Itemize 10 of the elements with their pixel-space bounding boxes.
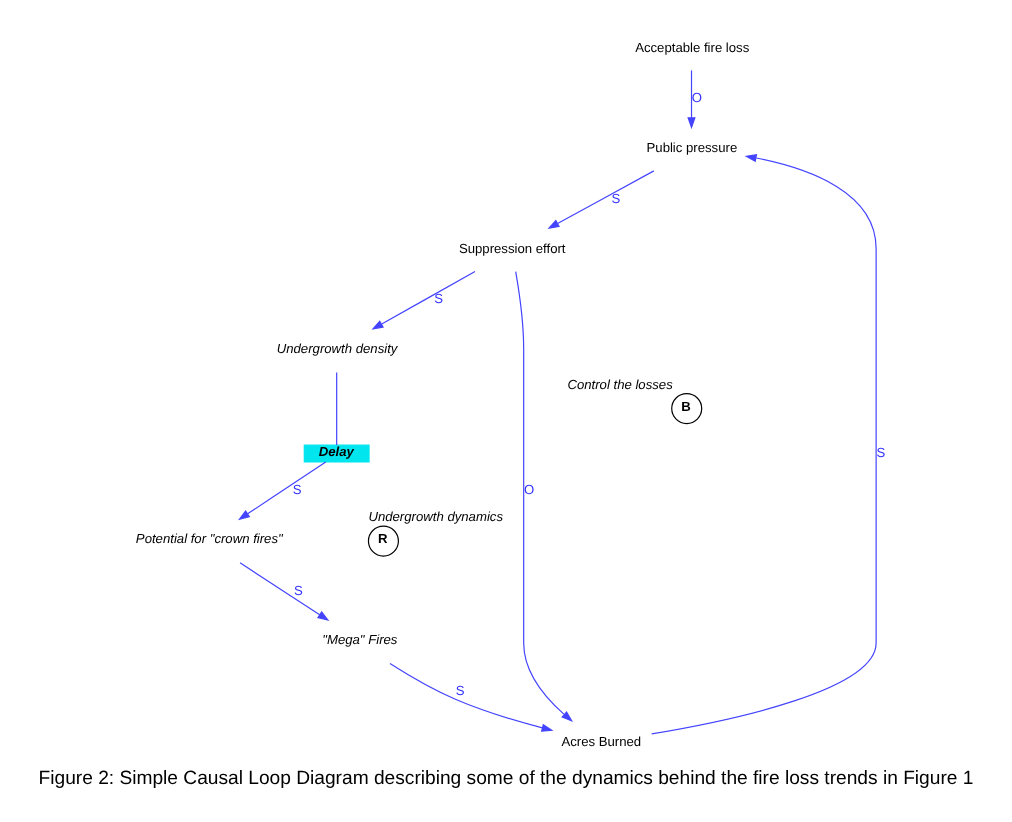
caption: Figure 2: Simple Causal Loop Diagram describing some of the dynamics behind the fire loss trends in Figure 1 [38,768,974,791]
connector [336,371,338,446]
arrow [651,153,877,735]
arrow [515,270,574,722]
arrow [687,69,696,130]
arrow [389,662,554,732]
arrow [239,562,330,621]
arrow [547,170,655,230]
arrow [371,270,476,330]
arrow [237,461,327,521]
